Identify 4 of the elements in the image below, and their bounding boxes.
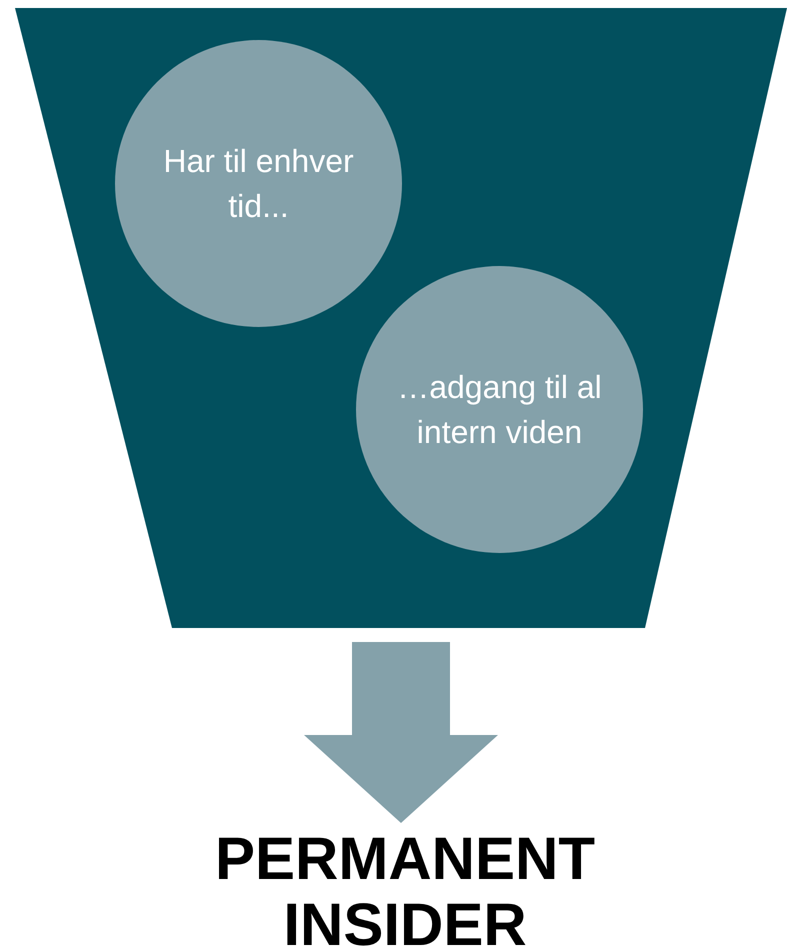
heading: PERMANENT INSIDER [150, 826, 660, 951]
block-arrow [304, 642, 498, 823]
circle-text: …adgang til al intern viden [396, 368, 603, 452]
circle-text: Har til enhver tid... [162, 142, 355, 226]
